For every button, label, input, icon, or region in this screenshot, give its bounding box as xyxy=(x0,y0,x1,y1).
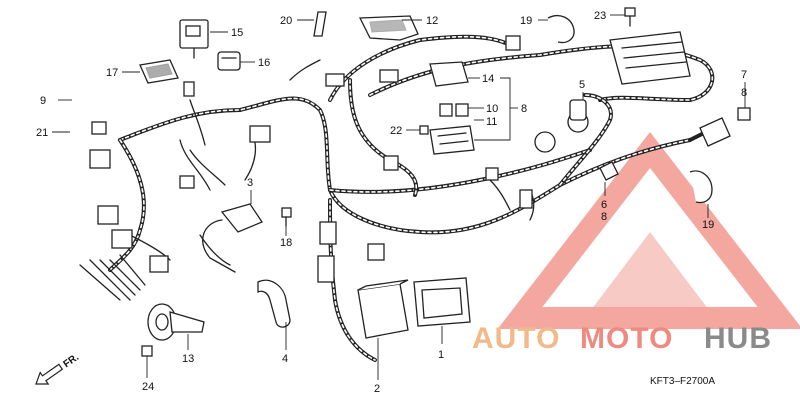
callout-20: 20 xyxy=(280,15,292,27)
callout-12: 12 xyxy=(426,15,438,27)
callout-7: 7 xyxy=(741,69,747,81)
watermark-auto: AUTO xyxy=(472,322,560,355)
wire-leads xyxy=(79,59,535,301)
watermark-text: AUTO MOTO HUB xyxy=(472,322,772,355)
center-connector-cluster xyxy=(317,35,556,283)
callout-8-right: 8 xyxy=(741,87,747,99)
callout-19-top: 19 xyxy=(520,15,532,27)
left-connector-cluster xyxy=(89,81,271,273)
part-18-bolt xyxy=(281,207,292,227)
callout-2: 2 xyxy=(374,383,380,395)
callout-10: 10 xyxy=(486,103,498,115)
callout-5: 5 xyxy=(579,79,585,91)
part-4-hose xyxy=(257,279,291,328)
callout-15: 15 xyxy=(231,27,243,39)
part-1-holder xyxy=(413,277,471,327)
part-regulator xyxy=(609,31,691,85)
watermark-moto: MOTO xyxy=(580,322,673,355)
part-5-coil xyxy=(567,99,589,133)
diagram-code: KFT3–F2700A xyxy=(650,376,715,387)
part-23-bolt xyxy=(624,7,636,27)
part-12-cover xyxy=(358,15,419,41)
part-19-band-top xyxy=(547,15,575,44)
callout-6: 6 xyxy=(601,199,607,211)
part-10-11-fuses xyxy=(429,103,475,155)
callout-13: 13 xyxy=(182,353,194,365)
part-7-connector xyxy=(737,107,751,121)
part-6-connector xyxy=(599,161,619,181)
callout-22: 22 xyxy=(390,125,402,137)
front-direction-arrow: FR. xyxy=(35,352,82,385)
callout-1: 1 xyxy=(438,349,444,361)
part-14-unit xyxy=(429,61,469,87)
leader-lines xyxy=(52,14,746,380)
callout-18: 18 xyxy=(280,237,292,249)
part-13-horn xyxy=(147,303,205,341)
part-16-connector xyxy=(217,51,241,71)
arrow-icon xyxy=(35,363,64,385)
callout-8-mid: 8 xyxy=(521,103,527,115)
callout-9: 9 xyxy=(40,95,46,107)
part-24-bolt xyxy=(141,345,153,357)
callout-17: 17 xyxy=(106,67,118,79)
callout-19-right: 19 xyxy=(702,219,714,231)
part-2-control-box xyxy=(357,279,409,339)
part-20-clip xyxy=(313,11,327,37)
callout-numbers: 1 2 3 4 5 6 7 8 8 8 9 10 11 12 13 14 15 … xyxy=(36,10,747,395)
callout-23: 23 xyxy=(594,10,606,22)
part-15-relay xyxy=(179,19,209,59)
part-17-module xyxy=(139,59,179,84)
callout-21: 21 xyxy=(36,127,48,139)
callout-8-bottom: 8 xyxy=(601,211,607,223)
callout-4: 4 xyxy=(282,353,288,365)
part-19-band-right xyxy=(689,170,713,204)
part-3-sensor xyxy=(202,203,263,273)
front-label: FR. xyxy=(62,352,82,370)
part-22-bolt xyxy=(419,125,429,135)
watermark-hub: HUB xyxy=(704,322,772,355)
part-right-sensor xyxy=(699,117,731,147)
callout-14: 14 xyxy=(482,73,494,85)
callout-11: 11 xyxy=(486,116,497,128)
callout-3: 3 xyxy=(247,177,253,189)
watermark-logo-mark xyxy=(497,132,800,329)
callout-24: 24 xyxy=(142,381,154,393)
callout-16: 16 xyxy=(258,57,270,69)
